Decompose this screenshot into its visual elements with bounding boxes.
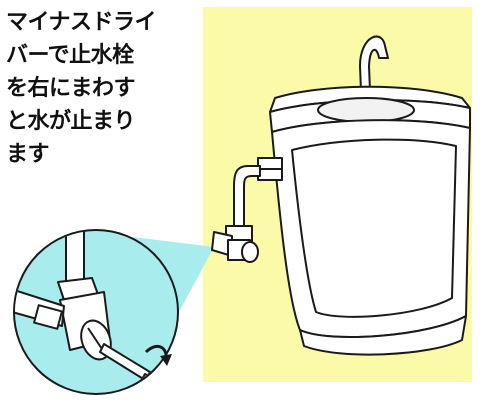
instruction-line: マイナスドライ [6, 10, 157, 35]
stop-valve [211, 225, 259, 263]
instruction-line: を右にまわす [6, 76, 136, 101]
instruction-line: ます [6, 142, 50, 167]
instruction-line: バーで止水栓 [6, 43, 134, 68]
instruction-line: と水が止まり [6, 109, 136, 134]
instruction-text: マイナスドライ バーで止水栓 を右にまわす と水が止まり ます [6, 6, 174, 171]
toilet-tank-illustration [211, 35, 471, 356]
